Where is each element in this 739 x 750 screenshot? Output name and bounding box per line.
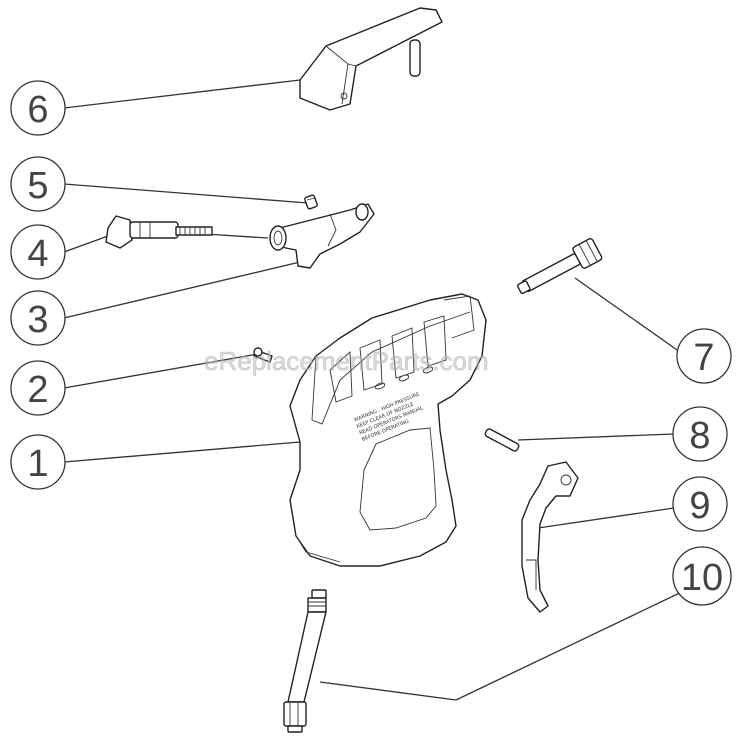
part-6-lever xyxy=(299,7,443,111)
callout-9-label: 9 xyxy=(689,485,710,527)
callout-10-label: 10 xyxy=(681,557,723,599)
leader-line-2 xyxy=(63,353,259,389)
callout-3: 3 xyxy=(10,290,66,346)
part-8-pin xyxy=(484,428,520,452)
part-5-set-screw xyxy=(304,194,318,210)
part-1-handle: WARNING - HIGH PRESSURE KEEP CLEAR OF NO… xyxy=(289,293,487,567)
part-9-trigger xyxy=(521,461,579,613)
leader-line-8 xyxy=(517,433,675,441)
callout-2: 2 xyxy=(10,360,66,416)
part-7-inlet-fitting xyxy=(517,238,603,295)
part-2-screw xyxy=(253,347,273,363)
callout-8: 8 xyxy=(672,406,728,462)
callout-6-label: 6 xyxy=(27,89,48,131)
callout-5: 5 xyxy=(10,156,66,212)
leader-line-7 xyxy=(574,277,681,353)
leader-line-4b xyxy=(204,233,269,239)
leader-line-3 xyxy=(63,261,301,319)
part-3-valve-body xyxy=(269,203,375,269)
leader-line-4 xyxy=(63,235,109,253)
callout-9: 9 xyxy=(672,476,728,532)
part-10-extension-tube xyxy=(283,589,327,733)
leader-line-10b xyxy=(319,681,457,701)
callout-6: 6 xyxy=(10,80,66,136)
callout-10: 10 xyxy=(672,546,732,606)
callout-7: 7 xyxy=(676,328,732,384)
callout-1-label: 1 xyxy=(27,443,48,485)
callout-8-label: 8 xyxy=(689,415,710,457)
watermark-text: eReplacementParts.com xyxy=(204,346,489,376)
callout-7-label: 7 xyxy=(693,337,714,379)
leader-line-10 xyxy=(455,587,691,701)
leader-line-5 xyxy=(63,183,309,204)
callout-5-label: 5 xyxy=(27,165,48,207)
part-4-valve-stem xyxy=(105,215,213,249)
callout-2-label: 2 xyxy=(27,369,48,411)
leader-lines xyxy=(63,79,691,701)
callout-4-label: 4 xyxy=(27,233,48,275)
leader-line-1 xyxy=(63,441,301,463)
callout-4: 4 xyxy=(10,224,66,280)
leader-line-9 xyxy=(537,507,675,529)
leader-line-6 xyxy=(63,79,301,109)
callout-1: 1 xyxy=(10,434,66,490)
callout-3-label: 3 xyxy=(27,299,48,341)
